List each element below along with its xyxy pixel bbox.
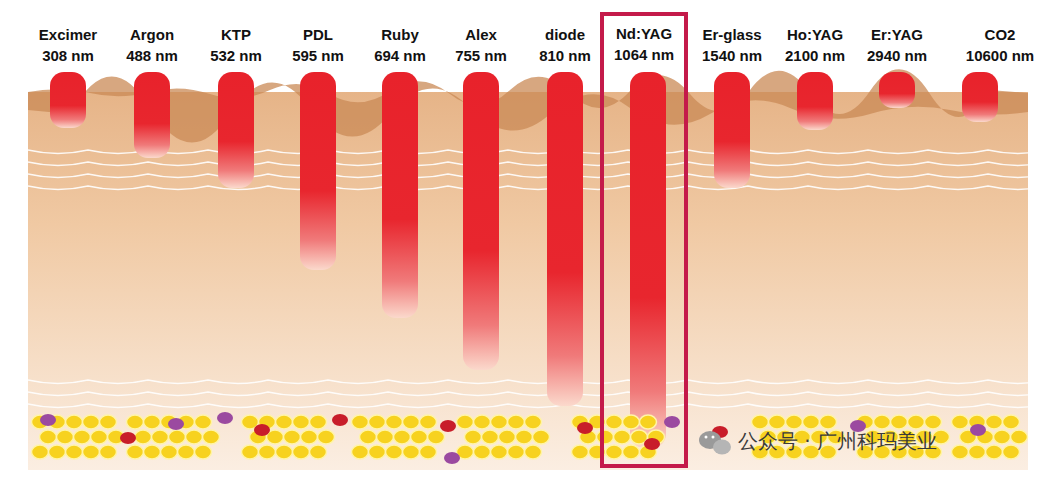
wavelength: 595 nm — [292, 47, 344, 65]
wavelength: 1540 nm — [702, 47, 762, 65]
penetration-bar — [962, 72, 998, 122]
blood-cell — [644, 438, 660, 450]
wavelength: 10600 nm — [966, 47, 1034, 65]
wavelength: 532 nm — [210, 47, 262, 65]
laser-name: CO2 — [985, 26, 1016, 44]
penetration-bar — [134, 72, 170, 158]
laser-name: diode — [545, 26, 585, 44]
laser-name: Excimer — [39, 26, 97, 44]
laser-name: Ho:YAG — [787, 26, 843, 44]
wavelength: 810 nm — [539, 47, 591, 65]
blood-cell — [577, 422, 593, 434]
wavelength: 755 nm — [455, 47, 507, 65]
wavelength: 694 nm — [374, 47, 426, 65]
highlight-box: Nd:YAG1064 nm — [600, 12, 688, 468]
laser-name: Nd:YAG — [604, 23, 684, 44]
wavelength: 2100 nm — [785, 47, 845, 65]
blood-cell — [664, 416, 680, 428]
watermark: 公众号 · 广州科玛美业 — [738, 428, 937, 455]
laser-name: Er-glass — [702, 26, 761, 44]
blood-cell — [440, 420, 456, 432]
laser-name: Ruby — [381, 26, 419, 44]
penetration-bar — [382, 72, 418, 318]
blood-cell — [444, 452, 460, 464]
penetration-bar — [50, 72, 86, 128]
laser-name: KTP — [221, 26, 251, 44]
laser-name: Er:YAG — [871, 26, 923, 44]
blood-cell — [970, 424, 986, 436]
wavelength: 308 nm — [42, 47, 94, 65]
blood-cell — [254, 424, 270, 436]
wavelength: 2940 nm — [867, 47, 927, 65]
penetration-bar — [218, 72, 254, 188]
blood-cell — [40, 414, 56, 426]
laser-name: Argon — [130, 26, 174, 44]
laser-name: PDL — [303, 26, 333, 44]
wechat-icon — [699, 431, 731, 455]
penetration-bar — [463, 72, 499, 370]
blood-cell — [168, 418, 184, 430]
wavelength: 1064 nm — [604, 44, 684, 65]
penetration-bar — [879, 72, 915, 108]
penetration-bar — [547, 72, 583, 406]
wavelength: 488 nm — [126, 47, 178, 65]
penetration-bar — [714, 72, 750, 188]
penetration-bar — [630, 72, 666, 448]
blood-cell — [217, 412, 233, 424]
blood-cell — [332, 414, 348, 426]
blood-cell — [120, 432, 136, 444]
penetration-bar — [300, 72, 336, 270]
laser-name: Alex — [465, 26, 497, 44]
penetration-bar — [797, 72, 833, 130]
